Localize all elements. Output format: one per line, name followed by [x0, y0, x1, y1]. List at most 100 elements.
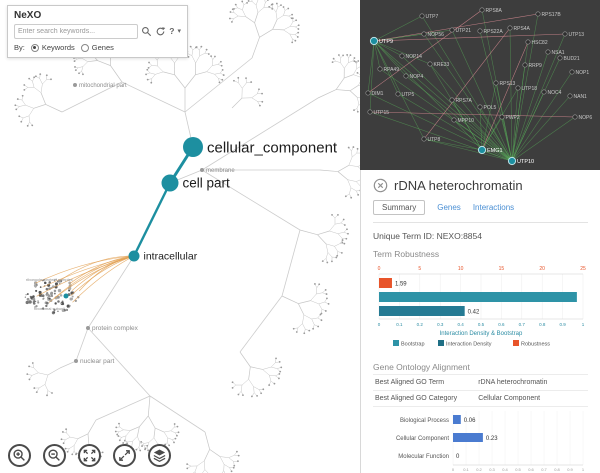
gene-node[interactable] [493, 80, 499, 86]
dropdown-caret-icon[interactable]: ▾ [177, 28, 181, 35]
zoom-in-button[interactable] [8, 444, 31, 467]
svg-text:0.8: 0.8 [539, 322, 546, 327]
gene-node[interactable] [451, 117, 457, 123]
gene-node-label: RPS7A [456, 98, 473, 104]
tab-interactions[interactable]: Interactions [472, 203, 515, 212]
gene-node[interactable] [449, 97, 455, 103]
gene-node[interactable] [499, 114, 505, 120]
go-alignment-table: Best Aligned GO Term rDNA heterochromati… [373, 374, 588, 407]
tab-genes[interactable]: Genes [437, 203, 461, 212]
svg-text:Molecular Function: Molecular Function [398, 454, 449, 460]
gene-node-label: UTP10 [517, 159, 534, 165]
gene-node[interactable] [515, 85, 521, 91]
gene-node[interactable] [369, 36, 379, 46]
ontology-node[interactable] [183, 137, 203, 157]
radio-genes-icon[interactable] [80, 43, 89, 52]
term-detail-panel: rDNA heterochromatin Summary Genes Inter… [360, 170, 600, 473]
svg-text:0.1: 0.1 [396, 322, 403, 327]
tree-branch-label: mitochondrial part [79, 83, 127, 89]
gene-node[interactable] [522, 62, 528, 68]
gene-node[interactable] [365, 90, 371, 96]
gene-node[interactable] [567, 93, 573, 99]
refresh-icon[interactable] [155, 26, 166, 37]
layers-button[interactable] [148, 444, 171, 467]
gene-node[interactable] [367, 109, 373, 115]
radio-genes-label: Genes [91, 43, 114, 52]
svg-text:0.9: 0.9 [559, 322, 566, 327]
svg-text:0.5: 0.5 [478, 322, 485, 327]
selected-term-node[interactable] [63, 293, 69, 299]
search-icon[interactable] [141, 26, 152, 37]
ontology-node-label: intracellular [144, 251, 198, 263]
gene-node[interactable] [421, 136, 427, 142]
gene-node[interactable] [399, 53, 405, 59]
gene-node[interactable] [535, 11, 541, 17]
go-alignment-heading: Gene Ontology Alignment [373, 362, 470, 372]
gene-node-label: UTP5 [402, 92, 415, 98]
gene-node[interactable] [541, 89, 547, 95]
gene-node-label: NOP1 [576, 70, 590, 76]
svg-text:0.2: 0.2 [476, 467, 482, 472]
gene-node[interactable] [477, 104, 483, 110]
map-controls [8, 444, 171, 467]
gene-node[interactable] [421, 31, 427, 37]
tab-summary[interactable]: Summary [373, 200, 426, 215]
tree-branch-label: membrane [206, 168, 235, 174]
search-input[interactable] [14, 24, 139, 39]
expand-diagonal-button[interactable] [113, 444, 136, 467]
radio-option-keywords[interactable]: Keywords [30, 43, 75, 52]
go-category-value: Cellular Component [476, 390, 588, 407]
gene-node[interactable] [449, 27, 455, 33]
svg-text:0: 0 [452, 467, 455, 472]
svg-text:0.23: 0.23 [486, 436, 498, 442]
table-row: Best Aligned GO Category Cellular Compon… [373, 390, 588, 407]
gene-node[interactable] [572, 114, 578, 120]
svg-text:0.3: 0.3 [437, 322, 444, 327]
svg-text:25: 25 [580, 266, 586, 272]
radio-option-genes[interactable]: Genes [80, 43, 114, 52]
term-title: rDNA heterochromatin [394, 178, 523, 193]
fit-view-button[interactable] [78, 444, 101, 467]
gene-node[interactable] [525, 39, 531, 45]
gene-node[interactable] [403, 73, 409, 79]
robustness-heading: Term Robustness [373, 249, 440, 259]
gene-node[interactable] [557, 55, 563, 61]
radio-keywords-icon[interactable] [30, 43, 39, 52]
gene-node[interactable] [507, 25, 513, 31]
gene-node[interactable] [427, 61, 433, 67]
gene-node[interactable] [377, 66, 383, 72]
ontology-node-label: cellular_component [207, 139, 338, 156]
ontology-node[interactable] [161, 174, 179, 192]
ontology-node[interactable] [128, 250, 140, 262]
svg-text:Bootstrap: Bootstrap [401, 342, 425, 348]
gene-node[interactable] [419, 13, 425, 19]
gene-node[interactable] [479, 7, 485, 13]
tree-branch-label: ribosomal subunit [34, 306, 66, 311]
gene-node[interactable] [507, 156, 517, 166]
help-icon[interactable]: ? [169, 26, 175, 37]
gene-node[interactable] [545, 49, 551, 55]
unique-term-id: Unique Term ID: NEXO:8854 [373, 231, 482, 241]
gene-node[interactable] [477, 28, 483, 34]
svg-text:0.8: 0.8 [554, 467, 560, 472]
zoom-out-button[interactable] [43, 444, 66, 467]
svg-text:0.3: 0.3 [489, 467, 495, 472]
ontology-node-label: cell part [183, 176, 231, 191]
svg-text:15: 15 [499, 266, 505, 272]
close-icon[interactable] [373, 178, 388, 193]
gene-node-label: UTP15 [374, 110, 390, 116]
gene-node-label: UTP18 [522, 86, 538, 92]
gene-node[interactable] [569, 69, 575, 75]
gene-node-label: NSA1 [552, 50, 565, 56]
gene-node-label: UTP7 [426, 14, 439, 20]
gene-node[interactable] [562, 31, 568, 37]
gene-node[interactable] [395, 91, 401, 97]
robustness-bar [379, 278, 392, 288]
gene-node[interactable] [477, 145, 487, 155]
